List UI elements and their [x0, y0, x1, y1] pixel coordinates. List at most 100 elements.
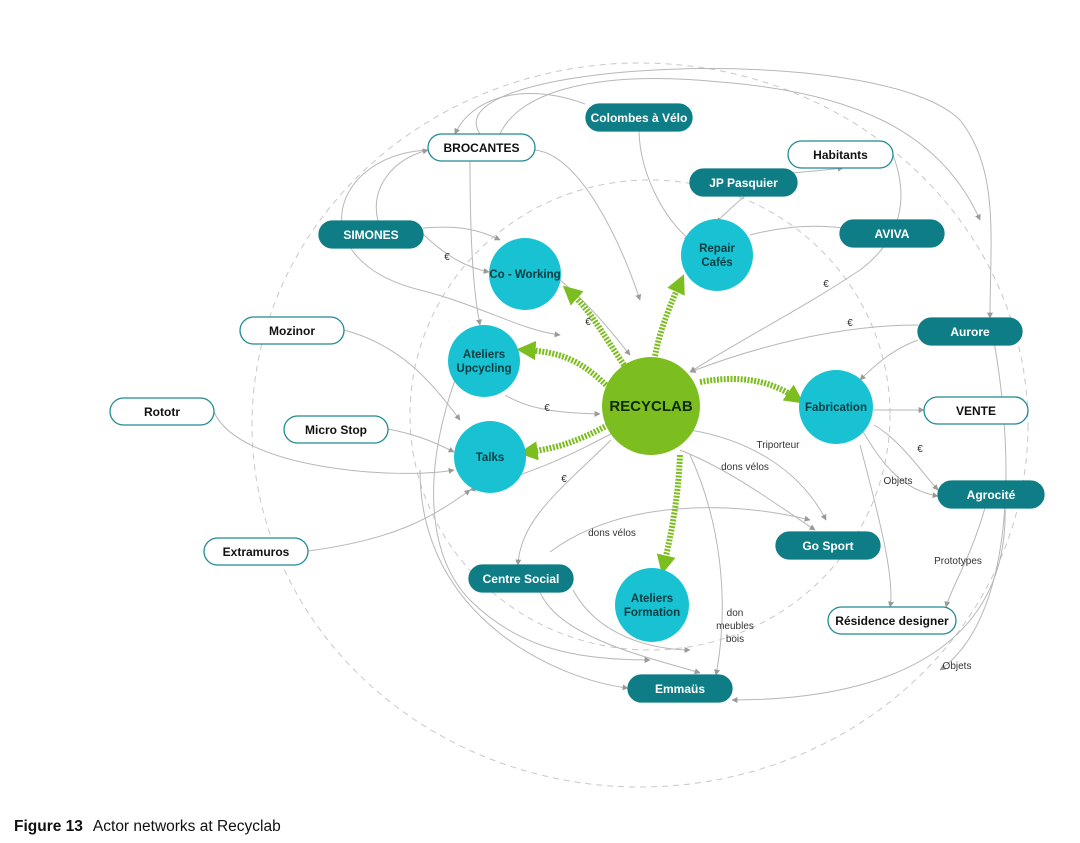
recyclab-label: RECYCLAB [609, 398, 693, 415]
actor-pill-shape [839, 219, 945, 248]
actor-label: Extramuros [223, 545, 290, 559]
edge-label-text: € [823, 279, 829, 290]
actor-jppasquier: JP Pasquier [689, 168, 798, 197]
relation-edge [539, 591, 701, 675]
arrow-to-formation [656, 454, 683, 575]
actor-pill-shape [427, 133, 536, 162]
actor-pill-shape [923, 396, 1029, 425]
actor-pill-shape [937, 480, 1045, 509]
edge-label-text: € [444, 252, 450, 263]
actor-microstop: Micro Stop [283, 415, 389, 444]
actor-label: BROCANTES [443, 141, 519, 155]
activity-circle-fabrication: Fabrication [799, 370, 873, 444]
actor-label: JP Pasquier [709, 176, 778, 190]
actor-aurore: Aurore [917, 317, 1023, 346]
relation-edge [534, 149, 642, 301]
relation-edge [689, 324, 919, 373]
relation-edge [213, 411, 455, 474]
actor-label: SIMONES [343, 228, 398, 242]
activity-circle-label: Fabrication [805, 402, 867, 414]
relation-edge [375, 148, 429, 222]
actor-label: Agrocité [967, 488, 1016, 502]
actor-label: VENTE [956, 404, 996, 418]
edge-label-text: dons vélos [721, 462, 769, 473]
actor-emmaus: Emmaüs [627, 674, 733, 703]
actor-label: Résidence designer [835, 614, 949, 628]
relation-edge [939, 319, 1007, 671]
outer-dashed-ring [251, 62, 1029, 788]
actor-extramuros: Extramuros [203, 537, 309, 566]
relation-edge [341, 149, 561, 338]
relation-edge [689, 454, 723, 676]
relation-edge [307, 489, 471, 552]
actor-label: AVIVA [875, 227, 910, 241]
activity-circle-label: Upcycling [457, 363, 512, 375]
actor-pill-shape [239, 316, 345, 345]
inner-dashed-ring [409, 179, 891, 651]
relation-edge [679, 449, 816, 531]
edge-label-e7: € [561, 474, 567, 485]
activity-circle-shape [799, 370, 873, 444]
edge-label-text: bois [726, 634, 744, 645]
edge-label-e6: € [917, 444, 923, 455]
actor-pill-shape [283, 415, 389, 444]
edge-label-text: € [917, 444, 923, 455]
relation-edge [422, 226, 501, 241]
relation-edge [549, 507, 811, 553]
actor-mozinor: Mozinor [239, 316, 345, 345]
actor-pill-shape [109, 397, 215, 426]
activity-circle-label: Cafés [701, 257, 732, 269]
relation-edge [859, 444, 894, 608]
relation-edge [638, 130, 691, 241]
activity-circle-label: Repair [699, 243, 735, 255]
actor-pill-shape [318, 220, 424, 249]
actor-pill-shape [775, 531, 881, 560]
actor-label: Rototr [144, 405, 180, 419]
activity-circle-shape [681, 219, 753, 291]
actor-pill-shape [585, 103, 693, 132]
edge-label-text: Objets [943, 661, 972, 672]
relation-edge [689, 154, 902, 373]
edge-label-objets1: Objets [884, 476, 913, 487]
edge-label-text: € [847, 318, 853, 329]
relation-edge [861, 429, 939, 499]
edge-label-objets2: Objets [943, 661, 972, 672]
edge-label-text: dons vélos [588, 528, 636, 539]
figure-caption-text: Actor networks at Recyclab [92, 818, 281, 835]
edge-label-text: Prototypes [934, 556, 982, 567]
actor-brocantes: BROCANTES [427, 133, 536, 162]
edge-label-e4: € [823, 279, 829, 290]
actor-pill-shape [203, 537, 309, 566]
actor-colombes: Colombes à Vélo [585, 103, 693, 132]
edge-label-prototypes: Prototypes [934, 556, 982, 567]
actor-label: Mozinor [269, 324, 315, 338]
relation-edge [944, 507, 986, 608]
edge-label-e1: € [444, 252, 450, 263]
figure-number: Figure 13 [14, 818, 83, 835]
actor-label: Aurore [950, 325, 990, 339]
actor-pill-shape [917, 317, 1023, 346]
edge-label-donsvelos1: dons vélos [721, 462, 769, 473]
actor-aviva: AVIVA [839, 219, 945, 248]
relation-edge [689, 429, 827, 521]
actor-label: Habitants [813, 148, 868, 162]
activity-circle-label: Co - Working [489, 269, 560, 281]
relation-edge [572, 589, 691, 653]
arrow-to-fabrication [699, 375, 804, 404]
actor-pill-shape [468, 564, 574, 593]
actor-pill-shape [689, 168, 798, 197]
activity-circle-coworking: Co - Working [489, 238, 561, 310]
edge-label-text: Objets [884, 476, 913, 487]
relation-edge [859, 339, 919, 381]
edge-label-e5: € [847, 318, 853, 329]
activity-arrows [516, 274, 804, 575]
figure-caption: Figure 13 Actor networks at Recyclab [14, 818, 281, 836]
relation-edge [433, 379, 651, 663]
activity-circle-talks: Talks [454, 421, 526, 493]
actor-agrocite: Agrocité [937, 480, 1045, 509]
relation-edge [454, 92, 586, 135]
relation-edge [469, 159, 482, 326]
